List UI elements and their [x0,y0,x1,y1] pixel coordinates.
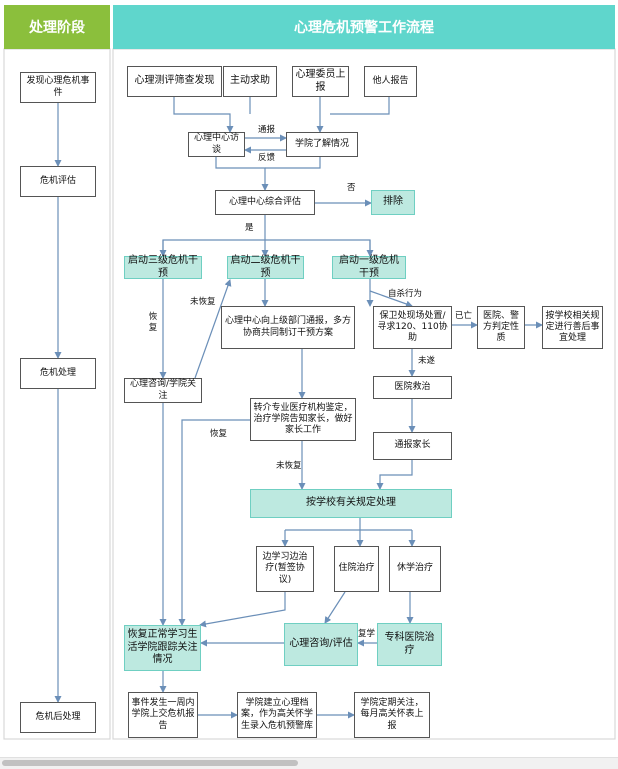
node-consult-assess: 心理咨询/评估 [284,623,358,666]
label-recover-2: 恢复 [210,429,228,439]
node-consult-college: 心理咨询/学院关注 [124,378,202,403]
label-feedback: 反馈 [258,153,276,163]
node-comprehensive-assess: 心理中心综合评估 [215,190,315,215]
label-notify: 通报 [258,125,276,135]
label-yes: 是 [245,223,254,233]
node-level3: 启动三级危机干预 [124,255,202,279]
node-level1: 启动一级危机干预 [332,255,406,279]
scrollbar-thumb[interactable] [2,760,298,766]
label-not-dead: 未遂 [418,356,436,366]
label-not-recover-1: 未恢复 [190,297,216,307]
node-inpatient: 住院治疗 [334,546,379,592]
node-notify-parents: 通报家长 [373,432,452,460]
horizontal-scrollbar[interactable] [0,757,618,769]
node-suspend: 休学治疗 [389,546,441,592]
stage-handle: 危机处理 [20,358,96,389]
node-report-leader: 心理中心向上级部门通报，多方协商共同制订干预方案 [221,306,355,349]
node-security: 保卫处现场处置/寻求120、110协助 [373,306,452,349]
stage-after: 危机后处理 [20,702,96,733]
stage-discover: 发现心理危机事件 [20,72,96,103]
node-resume: 恢复正常学习生活学院跟踪关注情况 [124,625,201,671]
flow-column-header: 心理危机预警工作流程 [113,5,615,49]
label-recover-1: 恢复 [148,312,158,334]
node-study-treat: 边学习边治疗(暂签协议) [256,546,314,592]
node-college-info: 学院了解情况 [286,132,358,157]
node-referral: 转介专业医疗机构鉴定，治疗学院告知家长，做好家长工作 [250,398,356,441]
stage-column-header: 处理阶段 [4,5,110,49]
node-archive: 学院建立心理档案，作为高关怀学生录入危机预警库 [237,692,317,738]
node-exclude: 排除 [371,190,415,215]
node-screening: 心理测评筛查发现 [127,66,222,97]
node-others-report: 他人报告 [364,66,417,97]
node-school-rules: 按学校有关规定处理 [250,489,452,518]
node-specialist: 专科医院治疗 [377,623,442,666]
node-interview: 心理中心访谈 [188,132,245,157]
label-no: 否 [347,183,356,193]
node-committee-report: 心理委员上报 [292,66,349,97]
node-followup: 学院定期关注，每月高关怀表上报 [354,692,430,738]
node-hospital-rescue: 医院救治 [373,376,452,399]
stage-assess: 危机评估 [20,166,96,197]
node-seek-help: 主动求助 [223,66,277,97]
node-event-report: 事件发生一周内学院上交危机报告 [128,692,198,738]
label-return-school: 复学 [358,629,376,639]
label-already: 已亡 [455,311,473,321]
node-level2: 启动二级危机干预 [227,255,304,279]
label-not-recover-2: 未恢复 [276,461,302,471]
node-hospital-police: 医院、警方判定性质 [477,306,525,349]
node-handle-rules: 按学校相关规定进行善后事宜处理 [542,306,603,349]
label-self-harm: 自杀行为 [388,289,423,299]
